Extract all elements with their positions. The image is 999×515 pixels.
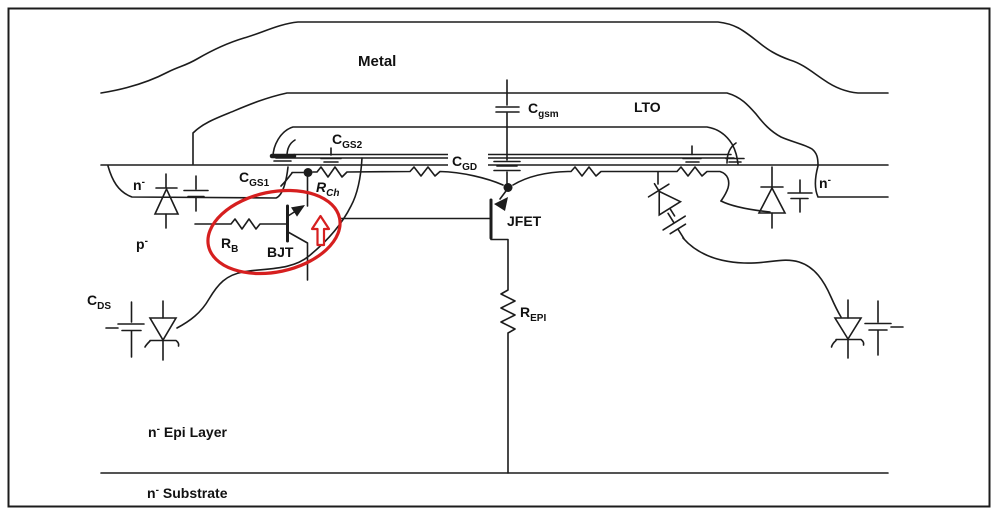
right-junction-capacitor: [787, 179, 813, 213]
left-junction-capacitor: [183, 175, 209, 212]
jfet-label: JFET: [507, 213, 542, 229]
gate-cap-right-1: [682, 145, 702, 163]
figure-border: [7, 7, 991, 508]
tilted-capacitor: [662, 212, 687, 240]
bottom-right-capacitor: [864, 300, 904, 356]
p-minus-label: p-: [136, 236, 148, 252]
right-cell-connector: [720, 200, 771, 213]
repi-label: REPI: [520, 304, 546, 324]
jfet-gate-lead: [499, 190, 507, 200]
cgs2-capacitor: [320, 147, 342, 163]
gate-cap-right-2: [725, 157, 745, 163]
epi-layer-label: n-Epi Layer: [148, 424, 227, 440]
bjt-collector: [287, 231, 309, 281]
right-body-diode-triangle: [757, 186, 787, 214]
cgsm-capacitor: [495, 106, 520, 113]
metal-label: Metal: [358, 53, 396, 70]
source-junction-dot: [303, 168, 313, 177]
jfet-gate-junction-dot: [503, 183, 513, 192]
tilted-chain-curve: [682, 237, 842, 318]
cds-capacitor: [105, 301, 145, 358]
red-highlight-ellipse: [206, 188, 342, 276]
cds-diode-triangle: [148, 317, 178, 342]
left-n-region-boundary: [107, 165, 289, 199]
cgsm-label: Cgsm: [528, 100, 559, 120]
rb-label: RB: [221, 235, 238, 255]
cgs2-label: CGS2: [332, 131, 363, 151]
jfet-drain-repi-branch: [490, 238, 516, 474]
poly-edge-right: [726, 142, 737, 164]
bottom-right-diode: [830, 299, 865, 359]
channel-resistance-line: [312, 166, 504, 186]
p-body-boundary: [176, 157, 363, 329]
n-minus-left-label: n-: [133, 177, 145, 193]
lto-label: LTO: [634, 99, 661, 115]
metal-top-boundary: [100, 21, 889, 94]
bottom-right-diode-triangle: [833, 317, 863, 341]
n-minus-right-label: n-: [819, 175, 831, 191]
cgs1-pointer: [280, 172, 293, 187]
substrate-label: n-Substrate: [147, 485, 228, 501]
metal-bottom-boundary: [192, 92, 819, 166]
accumulation-line-right: [512, 166, 730, 202]
cds-label: CDS: [87, 292, 111, 312]
current-arrow: [310, 214, 331, 247]
cgd-label: CGD: [452, 153, 477, 173]
rch-label: RCh: [316, 179, 339, 199]
bjt-label: BJT: [267, 244, 294, 260]
cgs1-label: CGS1: [239, 169, 270, 189]
cgd-capacitor: [493, 160, 521, 172]
left-body-diode-triangle: [153, 187, 180, 215]
jfet-gate-arrowhead: [494, 197, 508, 211]
cgd-label-backing: [448, 151, 488, 171]
cds-diode: [144, 300, 180, 361]
tilted-diode: [647, 182, 683, 217]
bjt-base-lead-rb-resistor: [194, 218, 287, 230]
bjt-emitter-arrowhead: [291, 205, 305, 217]
right-n-region-boundary: [814, 165, 889, 198]
lto-inner-boundary: [272, 126, 739, 165]
